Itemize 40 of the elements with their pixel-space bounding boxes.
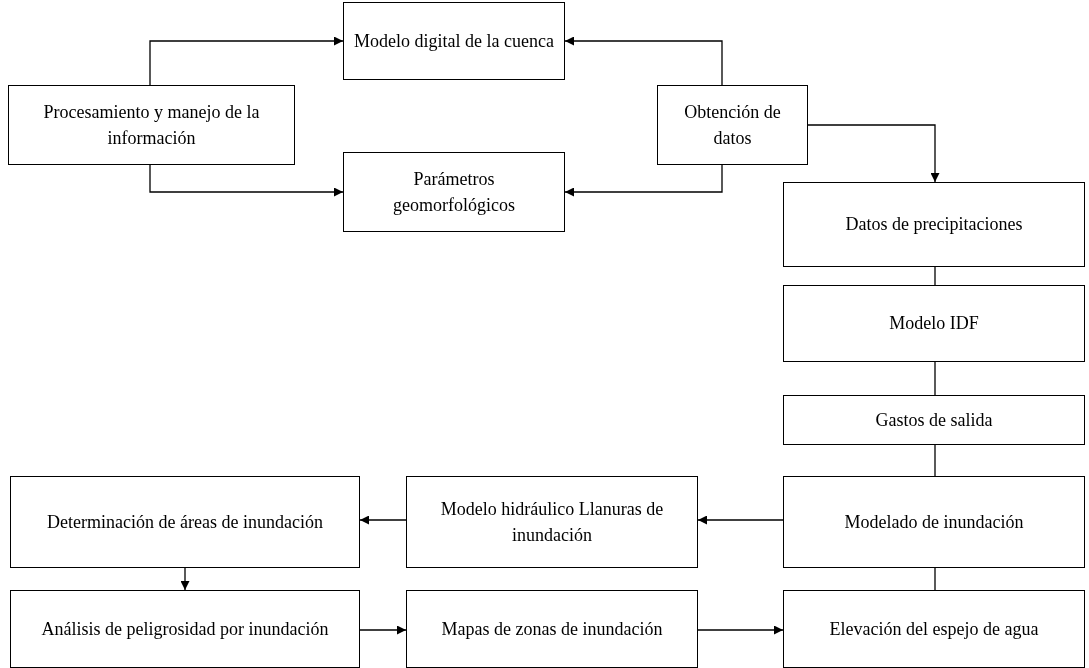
box-label: Modelo IDF	[889, 312, 979, 336]
process-box	[10, 476, 360, 568]
process-box	[8, 85, 295, 165]
arrow	[564, 164, 723, 197]
box-label: Modelo digital de la cuenca	[354, 29, 554, 53]
process-box	[406, 590, 698, 668]
box-label: Procesamiento y manejo de la información	[42, 100, 261, 150]
process-box	[783, 476, 1085, 568]
process-box	[783, 590, 1085, 668]
process-box	[783, 182, 1085, 267]
arrow	[564, 36, 723, 86]
process-box	[657, 85, 808, 165]
arrow	[149, 36, 344, 86]
box-label: Modelo hidráulico Llanuras de inundación	[439, 497, 665, 547]
arrow	[359, 515, 407, 525]
box-label: Modelado de inundación	[844, 510, 1024, 534]
box-label: Mapas de zonas de inundación	[441, 617, 663, 641]
box-label: Datos de precipitaciones	[845, 213, 1023, 237]
box-label: Parámetros geomorfológicos	[392, 167, 516, 217]
arrow	[697, 625, 784, 635]
process-box	[10, 590, 360, 668]
box-label: Determinación de áreas de inundación	[47, 510, 323, 534]
connector-line	[934, 266, 936, 286]
box-label: Elevación del espejo de agua	[829, 617, 1039, 641]
box-label: Obtención de datos	[683, 100, 782, 150]
process-box	[343, 2, 565, 80]
box-label: Análisis de peligrosidad por inundación	[41, 617, 329, 641]
process-box	[783, 395, 1085, 445]
arrow	[697, 515, 784, 525]
process-box	[783, 285, 1085, 362]
process-box	[343, 152, 565, 232]
arrow	[359, 625, 407, 635]
connector-line	[934, 567, 936, 591]
box-label: Gastos de salida	[875, 408, 993, 432]
arrow	[149, 164, 344, 197]
connector-line	[934, 444, 936, 477]
connector-line	[934, 361, 936, 396]
process-box	[406, 476, 698, 568]
arrow	[807, 124, 940, 183]
arrow	[180, 567, 190, 591]
